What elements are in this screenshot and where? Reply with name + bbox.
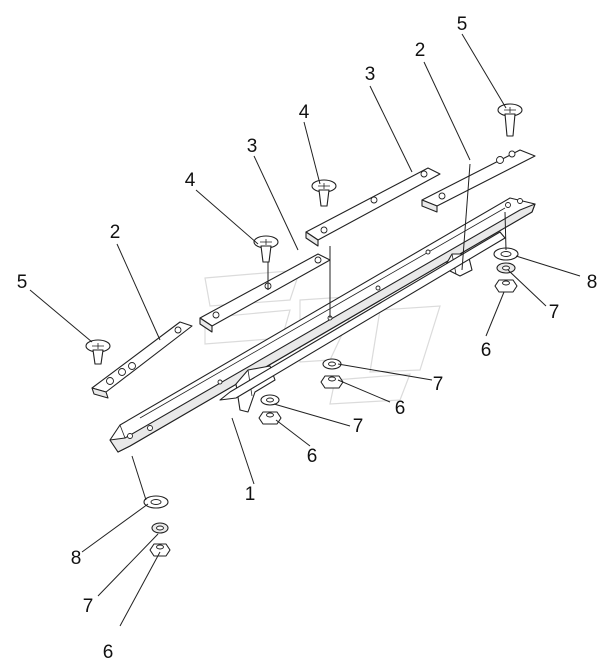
callout-5-right: 5 [457, 14, 468, 35]
callout-2-right: 2 [415, 40, 426, 61]
callout-6-middle-lower: 6 [307, 446, 318, 467]
screw-mid-lower [253, 235, 279, 263]
callout-6-right: 6 [481, 340, 492, 361]
callout-2-left: 2 [110, 222, 121, 243]
left-bracket-plate [91, 321, 193, 399]
callout-4-left: 4 [185, 170, 196, 191]
callout-7-bottom-left: 7 [83, 596, 94, 617]
callout-8-right: 8 [587, 272, 598, 293]
right-bracket-plate [421, 149, 536, 213]
fasteners-middle [258, 358, 344, 425]
strap-upper [305, 167, 441, 247]
callout-1: 1 [245, 484, 256, 505]
callout-labels: 1 2 2 3 3 4 4 5 5 6 6 6 6 7 7 7 7 8 8 [17, 14, 598, 663]
leader-lines [29, 33, 581, 627]
callout-5-left: 5 [17, 272, 28, 293]
screw-left [85, 339, 111, 365]
callout-3-right: 3 [365, 64, 376, 85]
callout-3-left: 3 [247, 136, 258, 157]
fasteners-left [143, 495, 171, 557]
callout-6-bottom-left: 6 [103, 642, 114, 663]
callout-8-bottom-left: 8 [71, 548, 82, 569]
fasteners-right [493, 247, 519, 293]
callout-4-right: 4 [299, 102, 310, 123]
screw-mid-upper [311, 179, 337, 207]
callout-7-middle-upper: 7 [433, 374, 444, 395]
screw-right [497, 103, 523, 137]
callout-6-middle-upper: 6 [395, 398, 406, 419]
main-rail [109, 197, 536, 453]
callout-7-middle-lower: 7 [353, 416, 364, 437]
callout-7-right: 7 [549, 302, 560, 323]
